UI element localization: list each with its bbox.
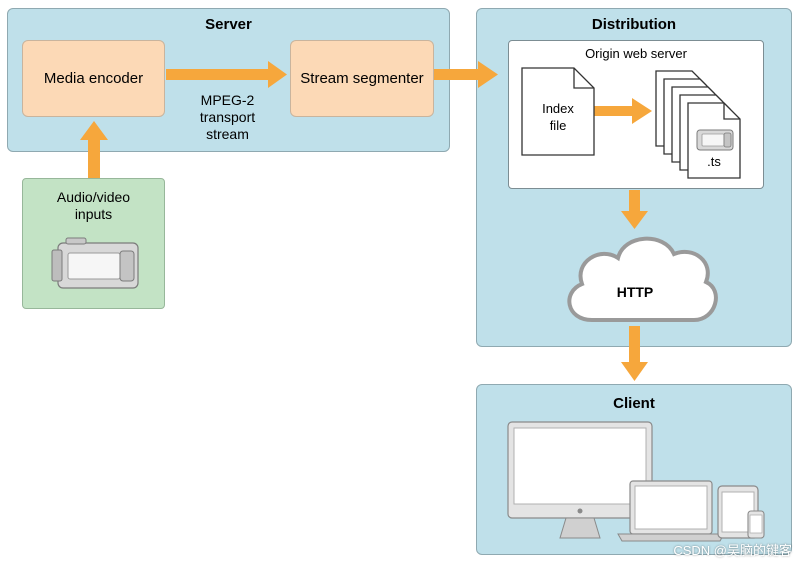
phone-icon — [747, 510, 765, 539]
origin-web-server-label: Origin web server — [585, 46, 687, 61]
desktop-monitor-icon — [507, 421, 653, 539]
transport-label-line3: stream — [206, 126, 249, 142]
transport-label-line2: transport — [199, 109, 256, 125]
media-encoder-box: Media encoder — [22, 40, 165, 117]
index-file-line2: file — [549, 118, 567, 133]
distribution-title: Distribution — [591, 16, 677, 33]
watermark-text: CSDN @吴脑的键客 — [673, 543, 792, 558]
http-label: HTTP — [616, 284, 654, 300]
inputs-label-line1: Audio/video — [56, 189, 131, 205]
arrow-origin-to-http — [621, 190, 648, 229]
server-title: Server — [205, 16, 252, 33]
index-file-label: Index file — [522, 100, 594, 134]
index-file-line1: Index — [542, 101, 574, 116]
arrow-http-to-client — [621, 326, 648, 381]
ts-label: .ts — [707, 154, 721, 169]
inputs-label: Audio/video inputs — [23, 189, 164, 223]
http-cloud-icon — [567, 236, 718, 322]
arrow-index-to-ts — [594, 98, 652, 124]
client-title: Client — [613, 395, 655, 412]
transport-stream-label: MPEG-2 transport stream — [180, 92, 275, 143]
index-file-icon — [521, 67, 595, 156]
arrow-encoder-to-segmenter — [166, 61, 287, 88]
arrow-inputs-to-encoder — [80, 121, 108, 178]
transport-label-line1: MPEG-2 — [200, 92, 255, 108]
ts-camera-icon — [696, 129, 734, 151]
stream-segmenter-label: Stream segmenter — [300, 70, 424, 87]
video-camera-icon — [51, 237, 139, 289]
inputs-label-line2: inputs — [74, 206, 113, 222]
arrow-segmenter-to-distribution — [434, 61, 498, 88]
laptop-icon — [617, 480, 725, 542]
media-encoder-label: Media encoder — [43, 70, 144, 87]
stream-segmenter-box: Stream segmenter — [290, 40, 434, 117]
